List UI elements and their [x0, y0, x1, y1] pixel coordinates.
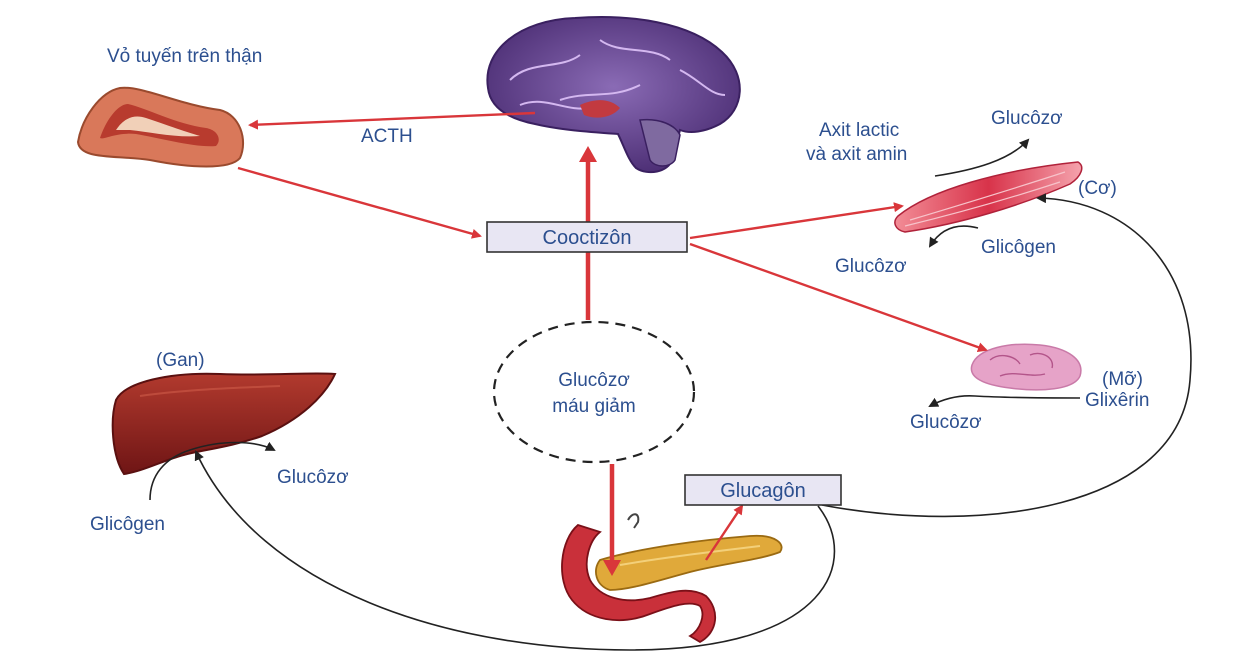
glucagon-label: Glucagôn	[720, 480, 806, 502]
fat-tissue-icon	[971, 344, 1080, 390]
muscle-icon	[895, 162, 1082, 232]
blood-glucose-label-line2: máu giảm	[552, 396, 635, 417]
blood-glucose-label-line1: Glucôzơ	[558, 370, 630, 391]
muscle-glucose-bottom-label: Glucôzơ	[835, 256, 907, 277]
brain-icon	[487, 17, 739, 172]
adrenal-to-cortisol-arrow	[238, 168, 480, 236]
pancreas-icon	[562, 514, 782, 642]
liver-icon	[113, 373, 335, 474]
muscle-glycogen-label: Glicôgen	[981, 237, 1056, 258]
muscle-glycogen-to-glucose-arrow	[930, 226, 978, 246]
muscle-lactic-label-line1: Axit lactic	[819, 120, 899, 141]
fat-label: (Mỡ)	[1102, 369, 1143, 390]
liver-glycogen-label: Glicôgen	[90, 514, 165, 535]
liver-glucose-label: Glucôzơ	[277, 467, 349, 488]
cortisol-to-muscle-arrow	[690, 206, 902, 238]
acth-arrow	[250, 113, 535, 125]
liver-label: (Gan)	[156, 350, 205, 371]
muscle-label: (Cơ)	[1078, 178, 1117, 199]
fat-glucose-label: Glucôzơ	[910, 412, 982, 433]
muscle-glucose-top-label: Glucôzơ	[991, 108, 1063, 129]
muscle-lactic-label-line2: và axit amin	[806, 144, 907, 165]
fat-to-glucose-arrow	[930, 396, 1080, 406]
fat-glycerol-label: Glixêrin	[1085, 390, 1149, 411]
adrenal-cortex-label: Vỏ tuyến trên thận	[107, 46, 262, 67]
blood-glucose-circle	[494, 322, 694, 462]
cortisol-label: Cooctizôn	[543, 227, 632, 249]
muscle-to-glucose-arrow	[935, 140, 1028, 176]
acth-label: ACTH	[361, 126, 413, 147]
adrenal-gland-icon	[78, 88, 243, 167]
